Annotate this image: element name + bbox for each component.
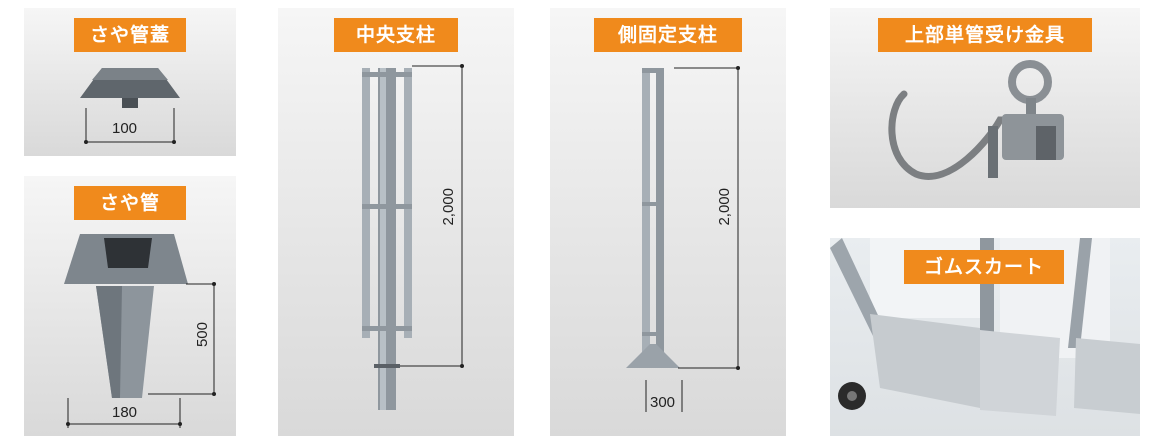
saya-pipe-illustration <box>64 234 216 428</box>
panel-saya-cap: さや管蓋 100 <box>24 8 236 156</box>
saya-cap-illustration <box>80 68 180 144</box>
panel-hook: 上部単管受け金具 <box>830 8 1140 208</box>
panel-skirt: ゴムスカート <box>830 238 1140 436</box>
dim-width-saya-pipe: 180 <box>112 404 138 421</box>
center-post-illustration <box>362 64 464 410</box>
panel-title-saya-cap: さや管蓋 <box>74 18 186 52</box>
panel-center-post: 中央支柱 2,000 <box>278 8 514 436</box>
dim-height-center-post: 2,000 <box>440 188 457 226</box>
panel-title-center-post: 中央支柱 <box>334 18 458 52</box>
skirt-illustration <box>830 238 1140 416</box>
hook-illustration <box>888 60 1064 180</box>
side-post-illustration <box>626 66 740 412</box>
dim-height-side-post: 2,000 <box>716 188 733 226</box>
panel-saya-pipe: さや管 500 180 <box>24 176 236 436</box>
dim-height-saya-pipe: 500 <box>194 322 211 348</box>
panel-side-post: 側固定支柱 2,000 300 <box>550 8 786 436</box>
dim-width-saya-cap: 100 <box>112 120 138 137</box>
panel-title-saya-pipe: さや管 <box>74 186 186 220</box>
panel-title-hook: 上部単管受け金具 <box>878 18 1092 52</box>
panel-title-skirt: ゴムスカート <box>904 250 1064 284</box>
dim-width-side-post: 300 <box>650 394 676 411</box>
panel-title-side-post: 側固定支柱 <box>594 18 742 52</box>
